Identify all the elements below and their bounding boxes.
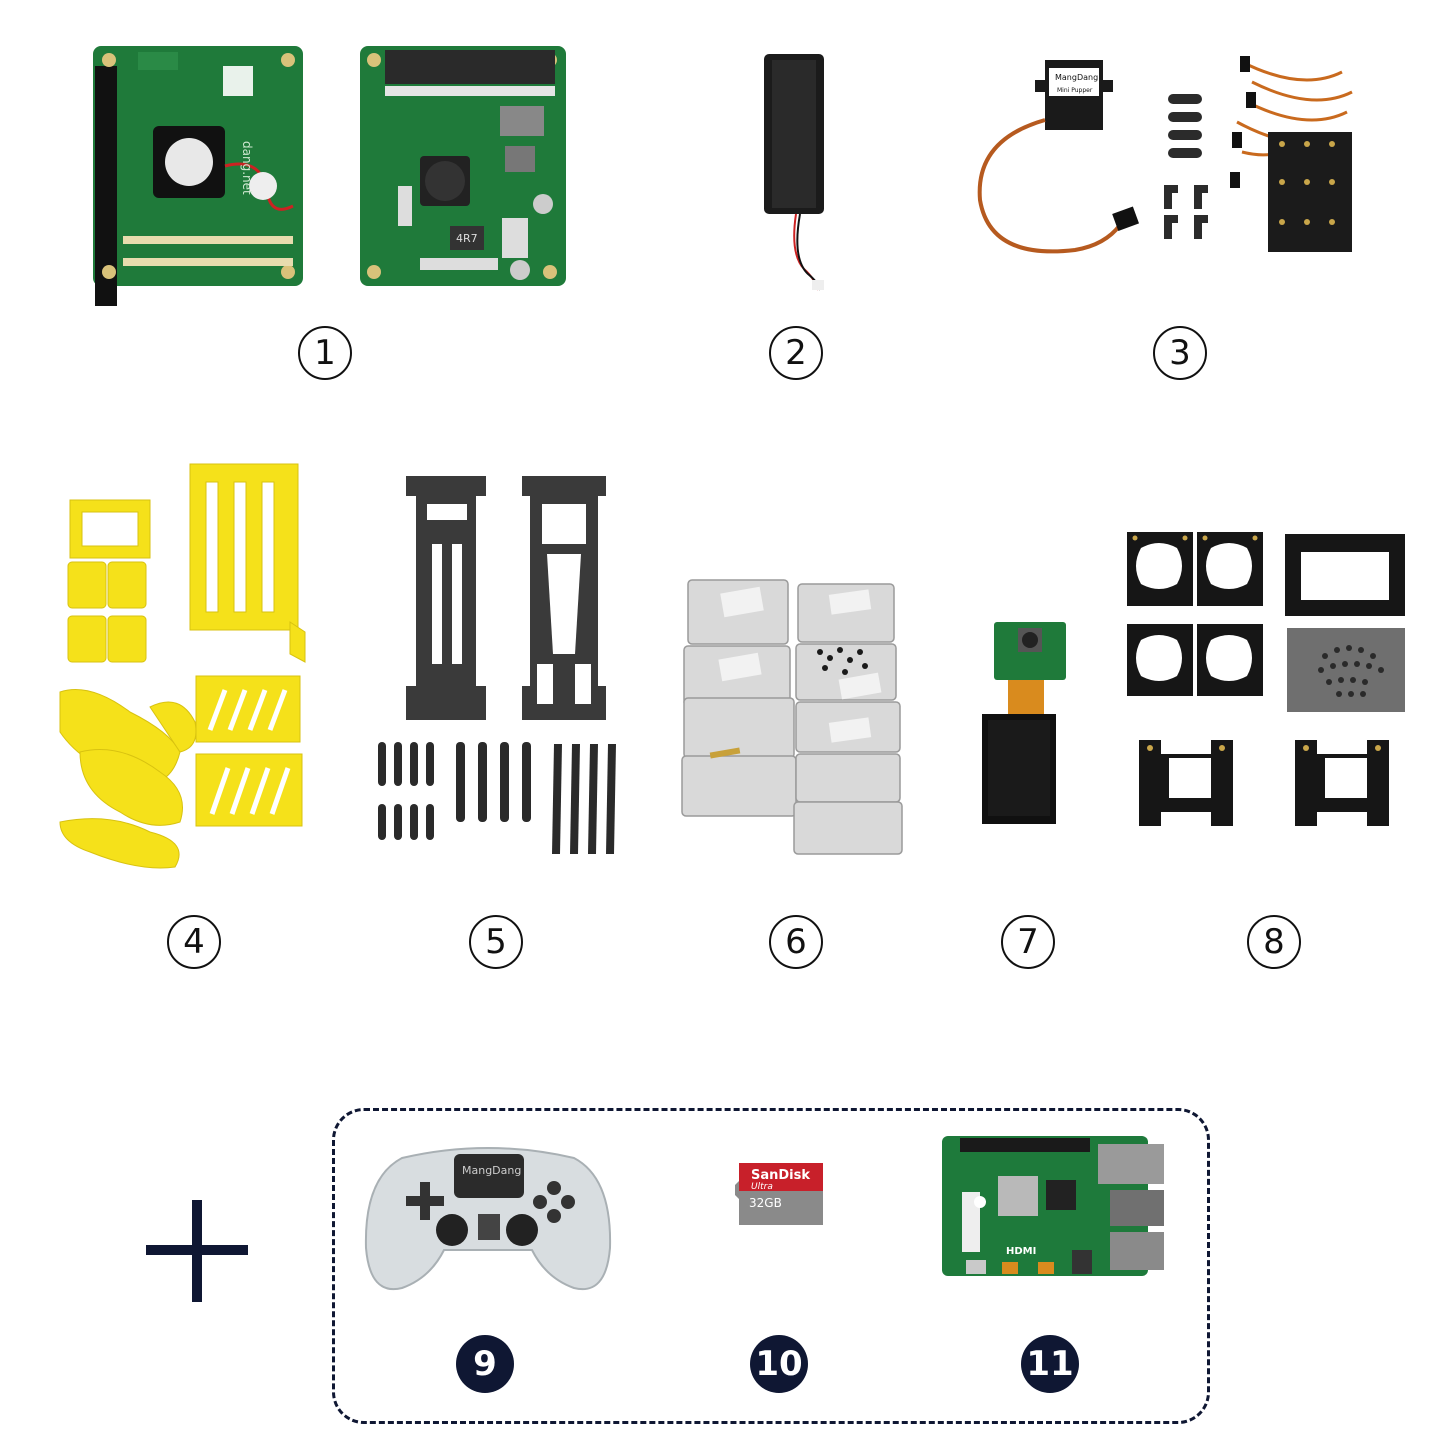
- pcb-board-right: 4R7: [360, 46, 566, 286]
- micro-sd-card: SanDisk Ultra 32GB: [735, 1163, 823, 1225]
- servo-model-text: Mini Pupper: [1057, 87, 1093, 94]
- item-number-11: 11: [1021, 1335, 1079, 1393]
- battery-pack: [764, 54, 824, 291]
- pcb-board-left: dang.net: [93, 46, 303, 306]
- item-number-3: 3: [1153, 326, 1207, 380]
- servo-horns: [1164, 94, 1208, 239]
- item-number-8: 8: [1247, 915, 1301, 969]
- yellow-printed-parts: [59, 463, 306, 869]
- item-number-6: 6: [769, 915, 823, 969]
- servo-brand-text: MangDang: [1055, 73, 1098, 82]
- servo-bundle: [1230, 56, 1353, 252]
- item-number-5: 5: [469, 915, 523, 969]
- plus-icon: [146, 1200, 248, 1302]
- controller-brand-text: MangDang: [462, 1164, 521, 1177]
- carbon-fiber-plates: [378, 476, 616, 854]
- pi-ports-text: HDMI: [1006, 1246, 1036, 1257]
- pcb-inductor-text: 4R7: [456, 232, 478, 245]
- gamepad-controller: MangDang: [364, 1147, 612, 1291]
- optional-items-box: [332, 1108, 1210, 1424]
- sd-brand-text: SanDisk: [751, 1168, 810, 1183]
- black-frames: [1127, 532, 1405, 826]
- servo-motor: MangDang Mini Pupper: [977, 60, 1140, 254]
- item-number-7: 7: [1001, 915, 1055, 969]
- sd-capacity-text: 32GB: [749, 1196, 782, 1210]
- sd-line-text: Ultra: [751, 1182, 773, 1192]
- camera-and-lcd: [982, 622, 1066, 824]
- raspberry-pi-board: HDMI: [942, 1136, 1164, 1276]
- pcb-site-text: dang.net: [240, 141, 254, 195]
- item-number-4: 4: [167, 915, 221, 969]
- item-number-9: 9: [456, 1335, 514, 1393]
- item-number-10: 10: [750, 1335, 808, 1393]
- item-number-2: 2: [769, 326, 823, 380]
- screw-bags: [681, 579, 903, 855]
- item-number-1: 1: [298, 326, 352, 380]
